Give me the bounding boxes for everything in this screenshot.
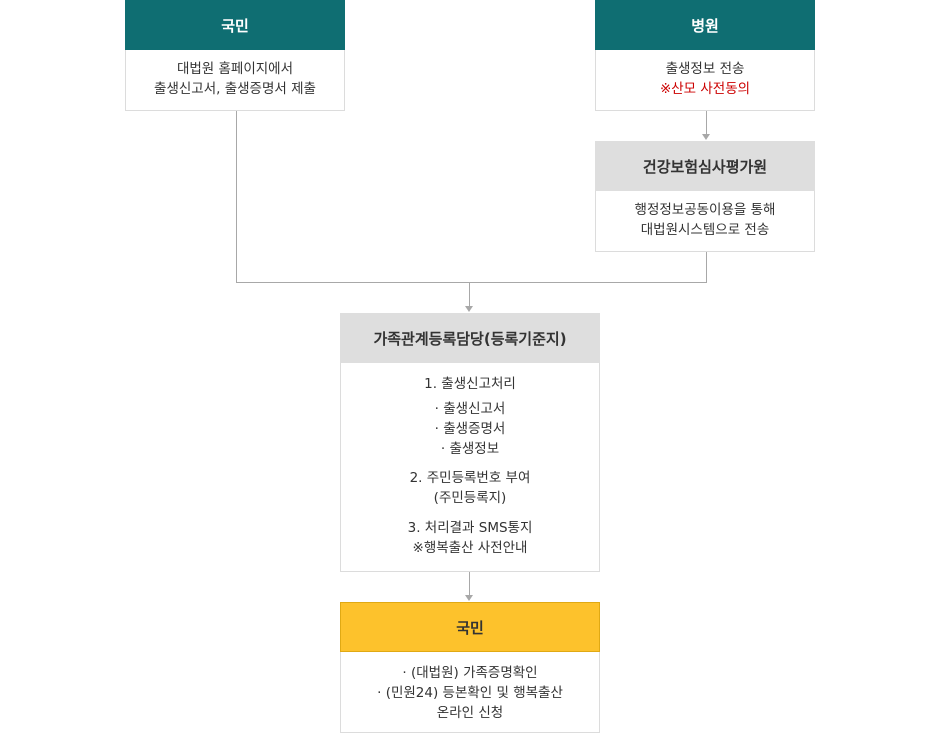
registry-box-title: 가족관계등록담당(등록기준지) xyxy=(340,313,600,363)
result-box: 국민 (대법원) 가족증명확인 (민원24) 등본확인 및 행복출산 온라인 신… xyxy=(340,602,600,733)
connector-registry-to-result xyxy=(469,572,470,596)
result-item-continuation: 온라인 신청 xyxy=(436,705,504,721)
citizen-box-line: 출생신고서, 출생증명서 제출 xyxy=(154,81,316,97)
result-box-body: (대법원) 가족증명확인 (민원24) 등본확인 및 행복출산 온라인 신청 xyxy=(340,652,600,733)
hospital-box: 병원 출생정보 전송 ※산모 사전동의 xyxy=(595,0,815,111)
hira-box-body: 행정정보공동이용을 통해 대법원시스템으로 전송 xyxy=(595,191,815,252)
list-item: 출생신고서 xyxy=(341,399,599,419)
registry-box-body: 1. 출생신고처리 출생신고서 출생증명서 출생정보 2. 주민등록번호 부여 … xyxy=(340,363,600,572)
list-item: 출생증명서 xyxy=(341,419,599,439)
registry-step-1-list: 출생신고서 출생증명서 출생정보 xyxy=(341,399,599,459)
citizen-box-body: 대법원 홈페이지에서 출생신고서, 출생증명서 제출 xyxy=(125,50,345,111)
connector-hira-down xyxy=(706,252,707,283)
registry-box: 가족관계등록담당(등록기준지) 1. 출생신고처리 출생신고서 출생증명서 출생… xyxy=(340,313,600,572)
result-box-title: 국민 xyxy=(340,602,600,652)
hira-box-line: 대법원시스템으로 전송 xyxy=(640,222,770,238)
result-item: (대법원) 가족증명확인 xyxy=(341,663,599,683)
arrow-to-hira xyxy=(702,134,710,140)
hira-box-line: 행정정보공동이용을 통해 xyxy=(634,202,776,218)
hospital-box-title: 병원 xyxy=(595,0,815,50)
registry-step-3-line: 3. 처리결과 SMS통지 xyxy=(407,520,533,536)
citizen-box-title: 국민 xyxy=(125,0,345,50)
connector-merge-horizontal xyxy=(236,282,707,283)
connector-merge-down xyxy=(469,282,470,307)
connector-hospital-to-hira xyxy=(706,111,707,135)
hospital-box-body: 출생정보 전송 ※산모 사전동의 xyxy=(595,50,815,111)
registry-step-3: 3. 처리결과 SMS통지 ※행복출산 사전안내 xyxy=(341,518,599,558)
registry-step-2-line: (주민등록지) xyxy=(433,490,507,506)
citizen-box-line: 대법원 홈페이지에서 xyxy=(176,61,294,77)
arrow-to-registry xyxy=(465,306,473,312)
result-item: (민원24) 등본확인 및 행복출산 xyxy=(341,683,599,703)
registry-step-2-line: 2. 주민등록번호 부여 xyxy=(409,470,531,486)
connector-citizen-down xyxy=(236,111,237,283)
list-item: 출생정보 xyxy=(341,439,599,459)
registry-step-3-line: ※행복출산 사전안내 xyxy=(412,540,528,556)
hospital-box-line: 출생정보 전송 xyxy=(665,61,745,77)
hira-box: 건강보험심사평가원 행정정보공동이용을 통해 대법원시스템으로 전송 xyxy=(595,141,815,252)
citizen-box: 국민 대법원 홈페이지에서 출생신고서, 출생증명서 제출 xyxy=(125,0,345,111)
registry-step-1: 1. 출생신고처리 xyxy=(424,376,516,392)
consent-note: ※산모 사전동의 xyxy=(659,81,751,97)
hira-box-title: 건강보험심사평가원 xyxy=(595,141,815,191)
arrow-to-result xyxy=(465,595,473,601)
registry-step-2: 2. 주민등록번호 부여 (주민등록지) xyxy=(341,468,599,508)
